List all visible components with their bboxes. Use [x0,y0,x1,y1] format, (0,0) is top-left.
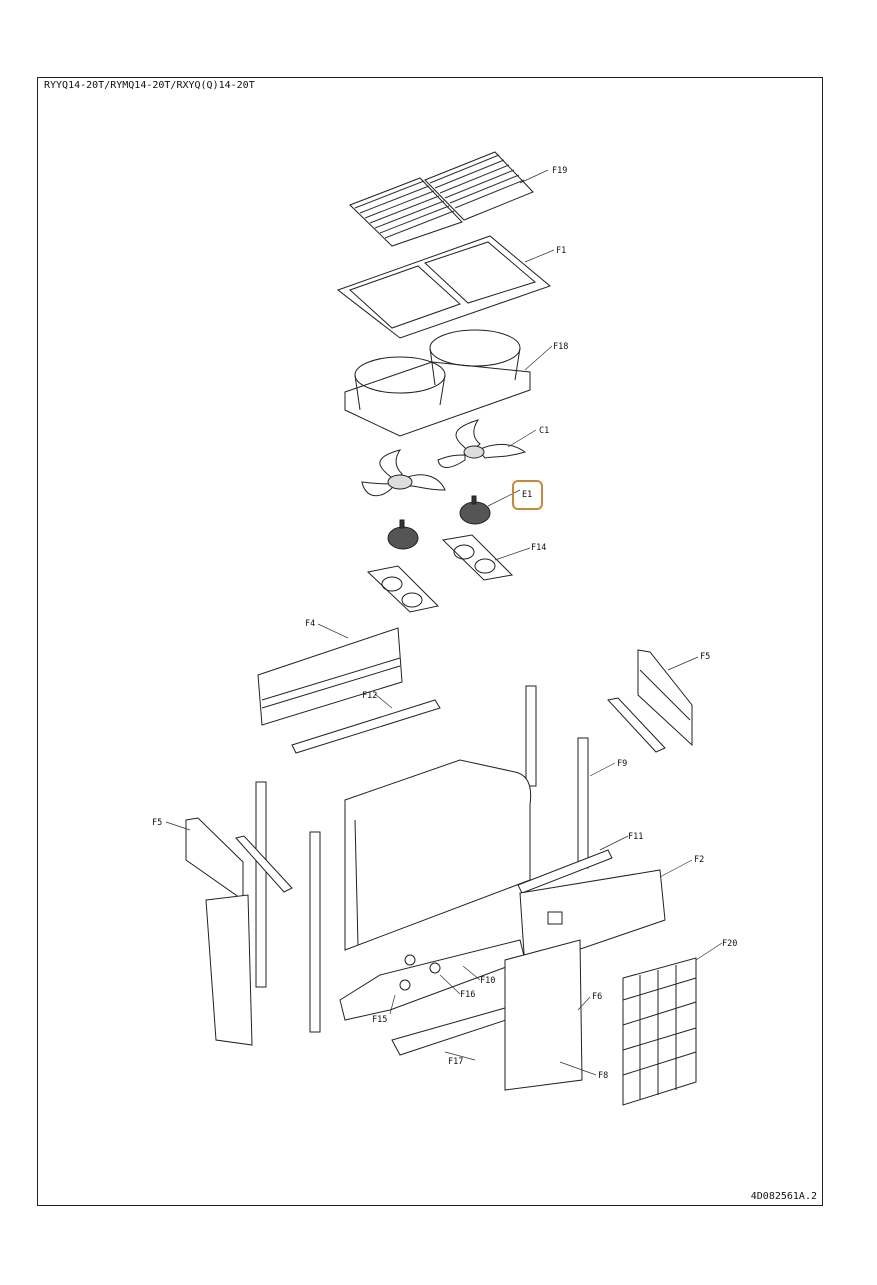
part-label-F5-left: F5 [152,818,162,828]
stay-bar-upper[interactable] [517,849,613,894]
part-label-F17: F17 [448,1057,463,1067]
part-label-F16: F16 [460,990,475,1000]
part-label-F10: F10 [480,976,495,986]
part-label-F15: F15 [372,1015,387,1025]
stay-bar-right[interactable] [607,697,666,753]
part-label-F2: F2 [694,855,704,865]
part-label-F11: F11 [628,832,643,842]
part-label-C1: C1 [539,426,549,436]
part-label-F5-right: F5 [700,652,710,662]
front-upper-panel[interactable] [257,627,403,726]
part-label-F20: F20 [722,939,737,949]
part-label-F4: F4 [305,619,315,629]
side-panel-right[interactable] [637,649,693,747]
pillar-front-center[interactable] [309,831,321,1033]
leader-lines [165,169,723,1076]
heat-exchanger-guard[interactable] [622,957,697,1106]
stay-bar-front[interactable] [291,699,441,754]
motor-mount-right[interactable] [441,534,514,581]
motor-mount-left[interactable] [366,565,440,613]
side-panel-left[interactable] [185,817,244,901]
fan-motor-left[interactable] [387,519,419,550]
propeller-fan-right[interactable] [437,419,527,468]
heat-exchanger-body[interactable] [344,759,532,951]
stay-bar-left[interactable] [235,835,293,893]
front-panel-upper-right[interactable] [519,869,666,969]
fan-grille-right[interactable] [424,151,534,221]
top-plate[interactable] [336,235,552,339]
part-label-F6: F6 [592,992,602,1002]
bell-mouth[interactable] [344,329,531,437]
drawing-frame [37,77,823,1206]
part-label-F8: F8 [598,1071,608,1081]
bottom-frame[interactable] [339,939,526,1021]
part-label-E1: E1 [522,490,532,500]
part-label-F14: F14 [531,543,546,553]
pillar-front-left[interactable] [255,781,267,988]
stay-bar-bottom[interactable] [391,1007,513,1056]
part-label-F12: F12 [362,691,377,701]
propeller-fan-left[interactable] [361,449,446,497]
front-panel-left[interactable] [205,894,253,1046]
model-designation: RYYQ14-20T/RYMQ14-20T/RXYQ(Q)14-20T [44,80,255,91]
highlight-box-e1 [512,480,543,510]
part-label-F9: F9 [617,759,627,769]
part-label-F18: F18 [553,342,568,352]
pillar-right[interactable] [577,737,589,869]
front-panel-lower[interactable] [504,939,583,1091]
pillar-rear-center[interactable] [525,685,537,787]
part-label-F1: F1 [556,246,566,256]
fan-grille-left[interactable] [349,177,463,247]
part-label-F19: F19 [552,166,567,176]
document-number: 4D082561A.2 [750,1191,817,1202]
fan-motor-right[interactable] [459,495,491,525]
